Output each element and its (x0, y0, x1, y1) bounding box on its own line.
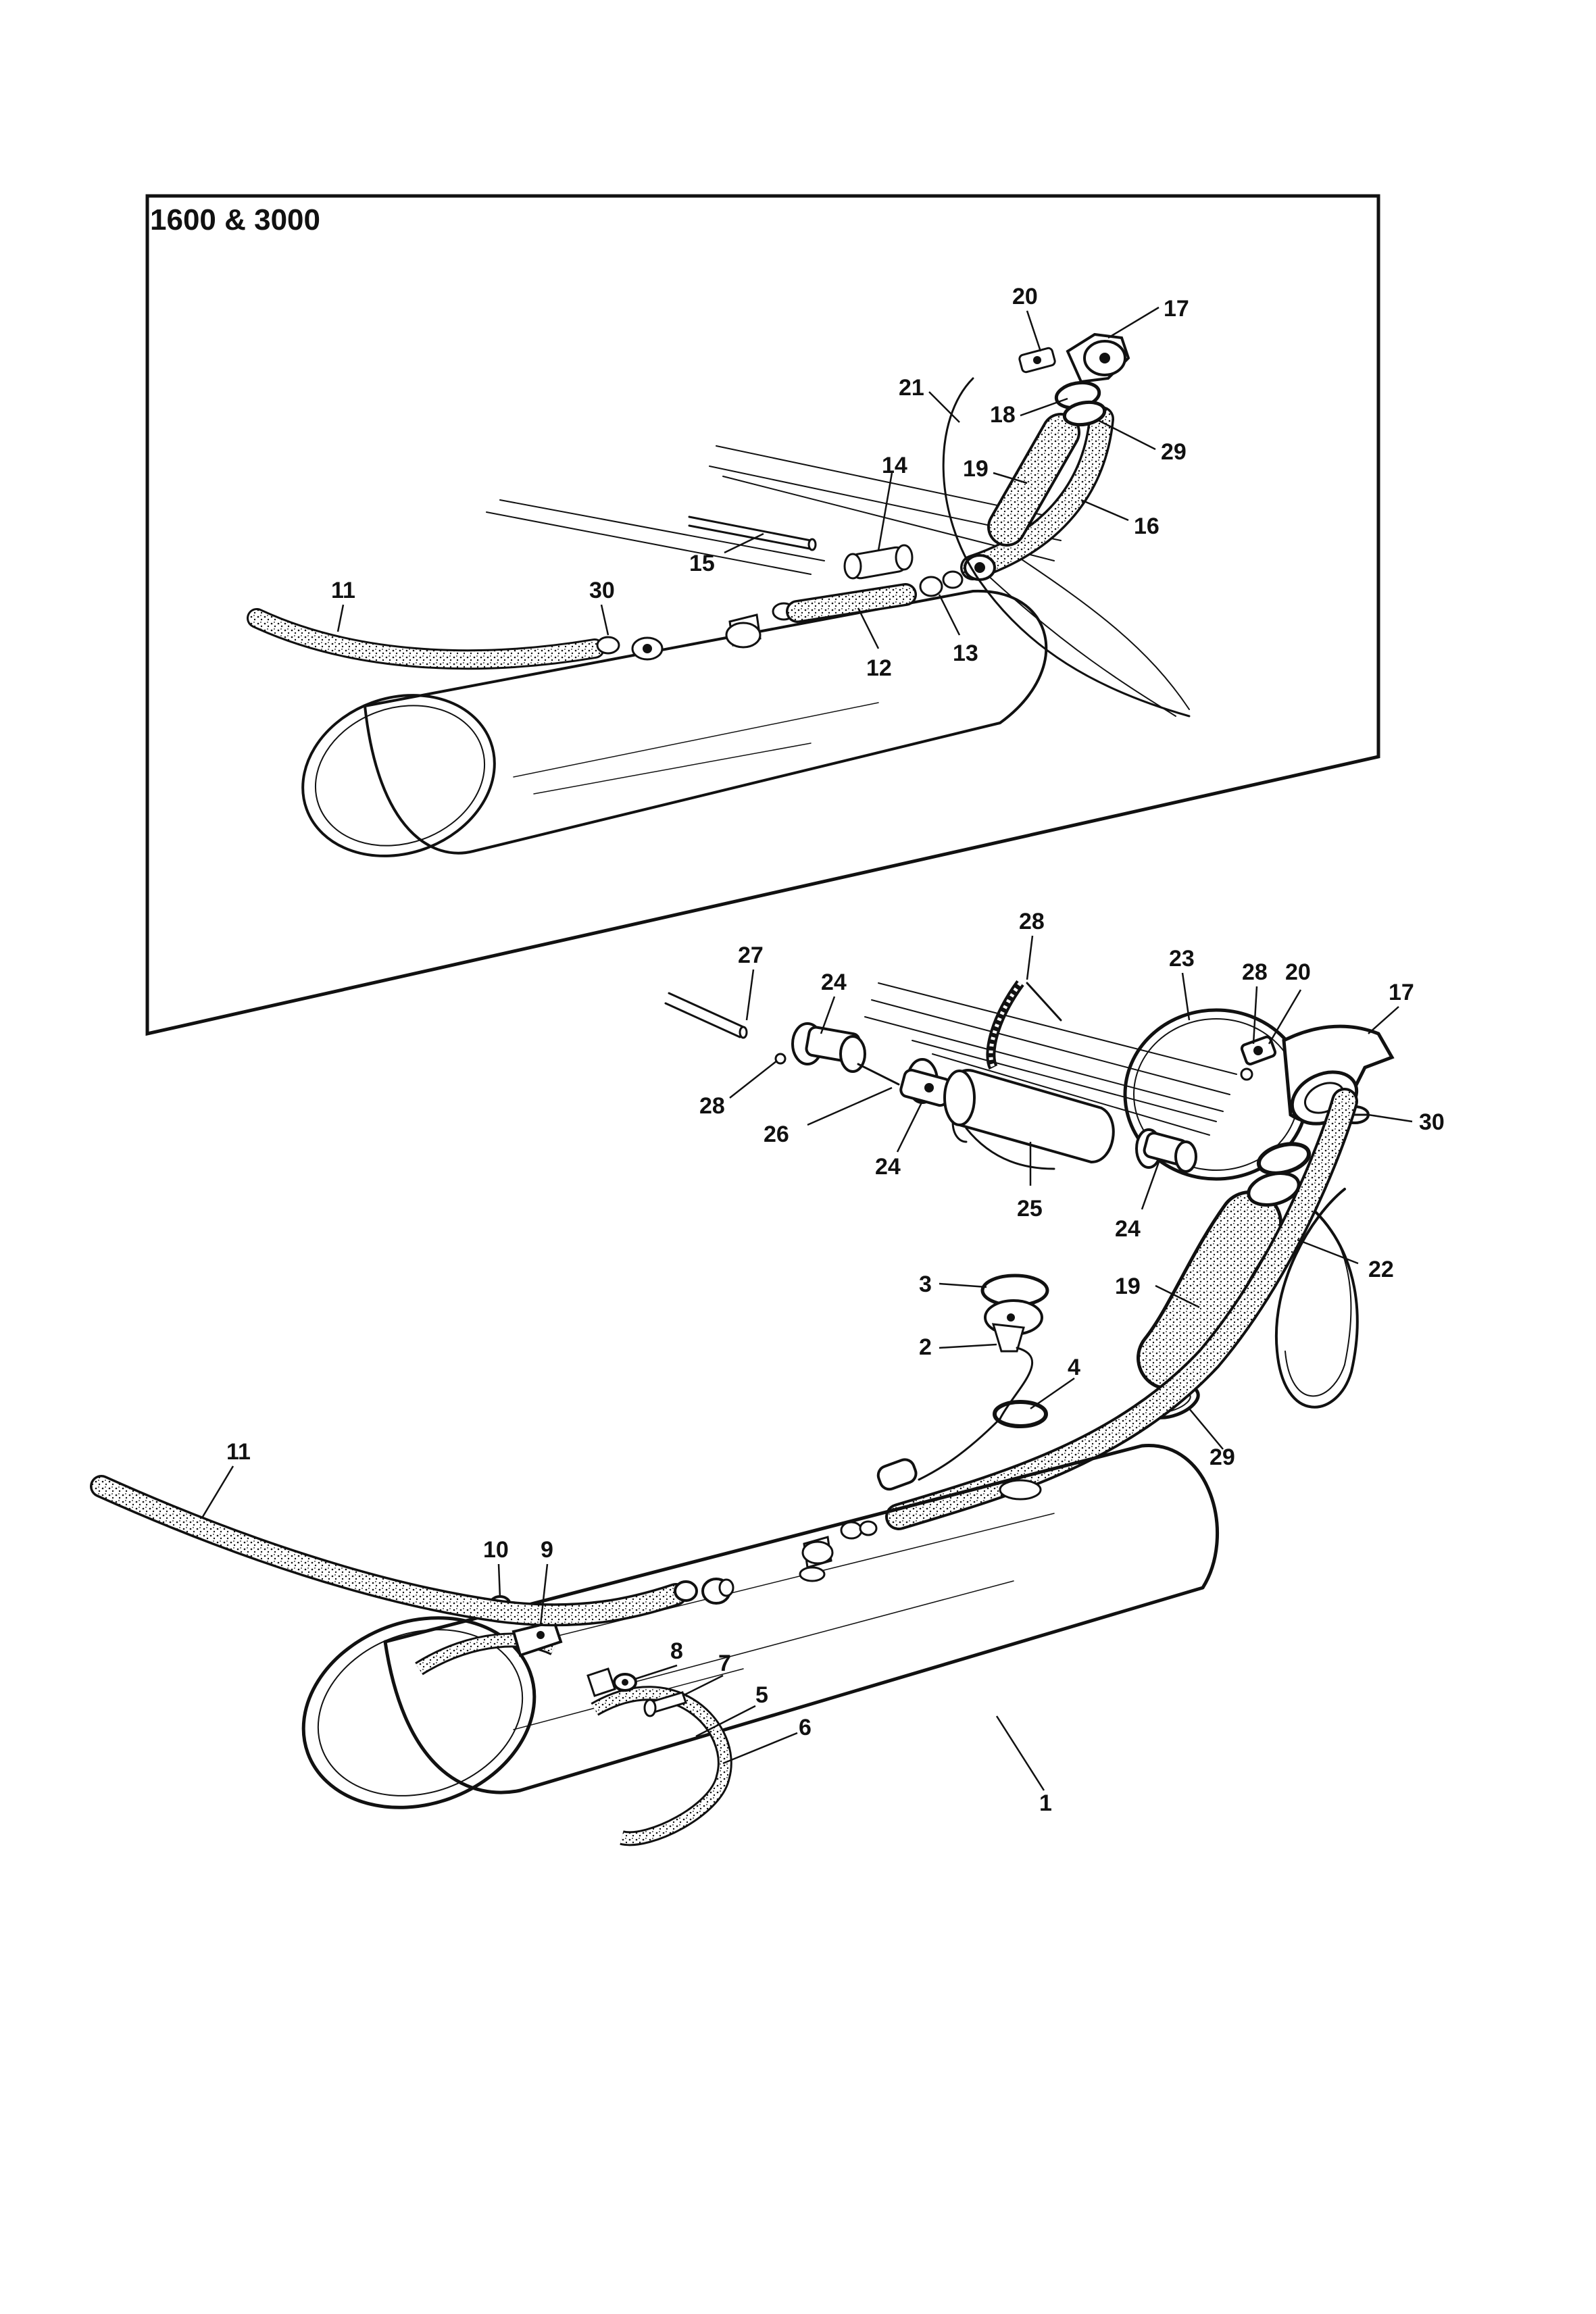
main-callout-28-cap: 28 (1242, 959, 1268, 985)
main-clip-20 (1240, 1035, 1277, 1081)
inset-union-13 (919, 570, 964, 597)
main-callout-28-top: 28 (1019, 909, 1045, 934)
main-callout-22: 22 (1368, 1257, 1394, 1282)
inset-union-fitting (725, 602, 796, 649)
main-callout-24-right: 24 (1115, 1216, 1141, 1242)
main-callout-26: 26 (764, 1122, 789, 1147)
main-filler-rings (1247, 1142, 1312, 1207)
main-callout-24-mid: 24 (875, 1154, 901, 1180)
main-inlet-union (801, 1520, 878, 1569)
inset-title: 1600 & 3000 (150, 203, 320, 236)
main-callout-3: 3 (919, 1272, 932, 1297)
inset-callout-15: 15 (689, 551, 715, 576)
main-callout-29: 29 (1210, 1444, 1235, 1470)
main-hose-22-loop (1274, 1188, 1359, 1409)
inset-callout-20: 20 (1012, 284, 1038, 309)
inset-callout-13: 13 (953, 640, 978, 666)
main-outlet-union (674, 1578, 734, 1605)
main-callout-4: 4 (1068, 1355, 1080, 1380)
main-bolt-7 (643, 1691, 687, 1717)
inset-callout-18: 18 (990, 402, 1016, 428)
inset-callout-14: 14 (882, 453, 907, 478)
main-callout-20: 20 (1285, 959, 1311, 985)
main-callout-28-left: 28 (699, 1093, 725, 1119)
main-callout-23: 23 (1169, 946, 1195, 972)
main-leader-lines (201, 935, 1413, 1791)
main-view: 28 27 23 28 20 17 24 28 26 24 25 24 30 2… (90, 909, 1445, 1846)
inset-hose-clip (964, 554, 996, 581)
main-callout-24-top: 24 (821, 970, 847, 995)
inset-callout-29: 29 (1161, 439, 1187, 465)
main-callout-8: 8 (670, 1638, 683, 1664)
inset-body-rails (486, 445, 1190, 717)
main-callout-7: 7 (718, 1651, 731, 1676)
main-bracket-9 (512, 1619, 563, 1657)
inset-clip-20 (1018, 347, 1056, 374)
main-seal-4 (993, 1400, 1048, 1428)
main-callout-5: 5 (755, 1682, 768, 1708)
main-callout-11: 11 (226, 1439, 251, 1465)
main-small-clip-28 (774, 1053, 787, 1065)
main-callout-17: 17 (1389, 980, 1414, 1005)
inset-clip-14 (843, 544, 914, 580)
inset-leader-lines (336, 306, 1159, 649)
inset-callout-11: 11 (331, 578, 355, 603)
main-strap-28 (986, 980, 1062, 1070)
inset-pipe-15 (688, 515, 817, 551)
main-callouts: 28 27 23 28 20 17 24 28 26 24 25 24 30 2… (226, 909, 1445, 1816)
main-callout-9: 9 (541, 1537, 553, 1563)
inset-callouts: 20 17 21 18 29 14 19 16 15 11 30 12 13 (331, 284, 1189, 681)
inset-frame (145, 194, 1380, 1036)
main-callout-25: 25 (1017, 1196, 1043, 1222)
main-filler-cap-17 (1282, 1024, 1395, 1126)
inset-panel: 1600 & 3000 (145, 194, 1380, 1036)
inset-callout-16: 16 (1134, 513, 1159, 539)
inset-fuel-tank (301, 589, 1048, 857)
inset-vent-tube-21 (942, 377, 1191, 718)
main-strap-end (587, 1667, 616, 1697)
inset-callout-17: 17 (1164, 296, 1189, 322)
main-sender-unit-2 (876, 1274, 1049, 1491)
main-clip-24-right (1135, 1128, 1197, 1173)
main-callout-10: 10 (483, 1537, 509, 1563)
inset-callout-19: 19 (963, 456, 989, 482)
main-callout-2: 2 (919, 1334, 932, 1360)
main-pipe-27 (664, 992, 748, 1039)
main-callout-30: 30 (1419, 1109, 1445, 1135)
main-clip-24-left (791, 1022, 900, 1086)
main-callout-6: 6 (799, 1715, 812, 1740)
inset-callout-30: 30 (589, 578, 615, 603)
main-callout-1: 1 (1039, 1790, 1052, 1816)
inset-rings-18-29 (1054, 380, 1107, 427)
main-filter-25 (943, 1069, 1115, 1170)
main-washer-8 (613, 1673, 637, 1692)
inset-callout-21: 21 (899, 375, 924, 401)
inset-callout-12: 12 (866, 655, 892, 681)
inset-clip-30 (596, 636, 664, 661)
main-callout-27: 27 (738, 942, 764, 968)
inset-filler-cap-17 (1066, 332, 1130, 384)
main-callout-19: 19 (1115, 1274, 1141, 1299)
main-body-rails (864, 982, 1237, 1136)
main-fuel-tank (301, 1444, 1219, 1809)
